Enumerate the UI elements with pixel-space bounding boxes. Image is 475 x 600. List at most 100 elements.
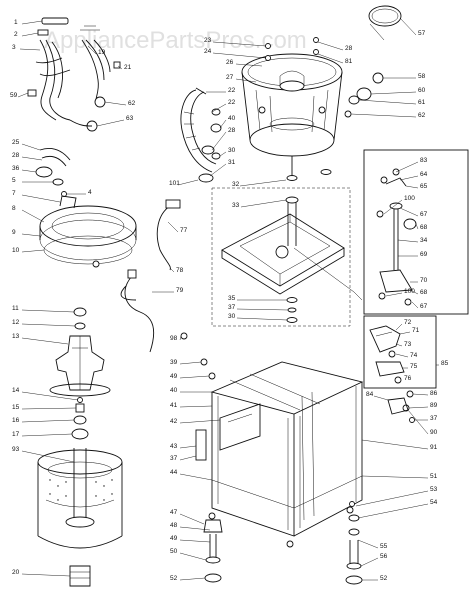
callout-53: 53 (430, 486, 438, 493)
callout-91: 91 (430, 444, 438, 451)
callout-17: 17 (12, 431, 20, 438)
mounting-plate-frame (211, 187, 363, 327)
switch-detail-box (363, 315, 437, 389)
wire-harness (27, 17, 121, 132)
agitator (49, 307, 111, 440)
callout-59: 59 (10, 92, 18, 99)
left-fittings (35, 148, 71, 197)
callout-76: 76 (404, 375, 412, 382)
callout-52: 52 (380, 575, 388, 582)
callout-22: 22 (228, 99, 236, 106)
callout-86: 86 (430, 390, 438, 397)
callout-37: 37 (170, 455, 178, 462)
callout-62: 62 (128, 100, 136, 107)
callout-23: 23 (204, 37, 212, 44)
callout-57: 57 (418, 30, 426, 37)
leveling-feet-right (345, 514, 363, 585)
callout-14: 14 (12, 387, 20, 394)
callout-28: 28 (345, 45, 353, 52)
callout-20: 20 (12, 569, 20, 576)
callout-24: 24 (204, 48, 212, 55)
callout-68: 68 (420, 224, 428, 231)
callout-98: 98 (170, 335, 178, 342)
callout-49: 49 (170, 373, 178, 380)
callout-1: 1 (14, 19, 18, 26)
callout-numbers: 1235919216263232426272881575860616222224… (10, 19, 449, 582)
callout-9: 9 (12, 229, 16, 236)
callout-13: 13 (12, 333, 20, 340)
callout-54: 54 (430, 499, 438, 506)
callout-28: 28 (228, 127, 236, 134)
callout-19: 19 (98, 49, 106, 56)
callout-40: 40 (228, 115, 236, 122)
cabinet-hardware (180, 332, 415, 507)
callout-65: 65 (420, 183, 428, 190)
callout-32: 32 (232, 181, 240, 188)
callout-64: 64 (420, 171, 428, 178)
callout-52: 52 (170, 575, 178, 582)
callout-8: 8 (12, 205, 16, 212)
callout-37: 37 (228, 304, 236, 311)
callout-44: 44 (170, 469, 178, 476)
callout-85: 85 (441, 360, 449, 367)
callout-22: 22 (228, 87, 236, 94)
callout-58: 58 (418, 73, 426, 80)
callout-43: 43 (170, 443, 178, 450)
callout-67: 67 (420, 211, 428, 218)
callout-33: 33 (232, 202, 240, 209)
callout-26: 26 (226, 59, 234, 66)
callout-78: 78 (176, 267, 184, 274)
outer-tub-bottom (37, 448, 123, 587)
callout-71: 71 (412, 327, 420, 334)
callout-89: 89 (430, 402, 438, 409)
callout-35: 35 (228, 295, 236, 302)
callout-7: 7 (12, 190, 16, 197)
callout-60: 60 (418, 87, 426, 94)
callout-101: 101 (169, 180, 180, 187)
callout-81: 81 (345, 58, 353, 65)
callout-16: 16 (12, 417, 20, 424)
callout-50: 50 (170, 548, 178, 555)
callout-2: 2 (14, 31, 18, 38)
callout-21: 21 (124, 64, 132, 71)
drain-hose (180, 87, 222, 183)
callout-70: 70 (420, 277, 428, 284)
callout-83: 83 (420, 157, 428, 164)
callout-74: 74 (410, 352, 418, 359)
callout-30: 30 (228, 147, 236, 154)
cabinet (195, 361, 364, 548)
callout-63: 63 (126, 115, 134, 122)
callout-67: 67 (420, 303, 428, 310)
callout-68: 68 (420, 289, 428, 296)
callout-15: 15 (12, 404, 20, 411)
callout-56: 56 (380, 553, 388, 560)
callout-100: 100 (404, 288, 415, 295)
callout-61: 61 (418, 99, 426, 106)
callout-3: 3 (12, 44, 16, 51)
inner-basket (241, 53, 343, 181)
callout-75: 75 (410, 363, 418, 370)
callout-41: 41 (170, 402, 178, 409)
callout-28: 28 (12, 152, 20, 159)
tub-cover (39, 195, 137, 268)
callout-27: 27 (226, 74, 234, 81)
callout-4: 4 (88, 189, 92, 196)
callout-90: 90 (430, 429, 438, 436)
callout-77: 77 (180, 227, 188, 234)
callout-100: 100 (404, 195, 415, 202)
callout-84: 84 (366, 391, 374, 398)
callout-5: 5 (12, 177, 16, 184)
suspension-detail-box (363, 149, 469, 315)
callout-10: 10 (12, 247, 20, 254)
callout-39: 39 (170, 359, 178, 366)
callout-30: 30 (228, 313, 236, 320)
callout-55: 55 (380, 543, 388, 550)
callout-40: 40 (170, 387, 178, 394)
callout-93: 93 (12, 446, 20, 453)
callout-51: 51 (430, 473, 438, 480)
callout-69: 69 (420, 251, 428, 258)
callout-36: 36 (12, 165, 20, 172)
cable-assemblies (120, 199, 181, 353)
callout-11: 11 (12, 305, 19, 312)
